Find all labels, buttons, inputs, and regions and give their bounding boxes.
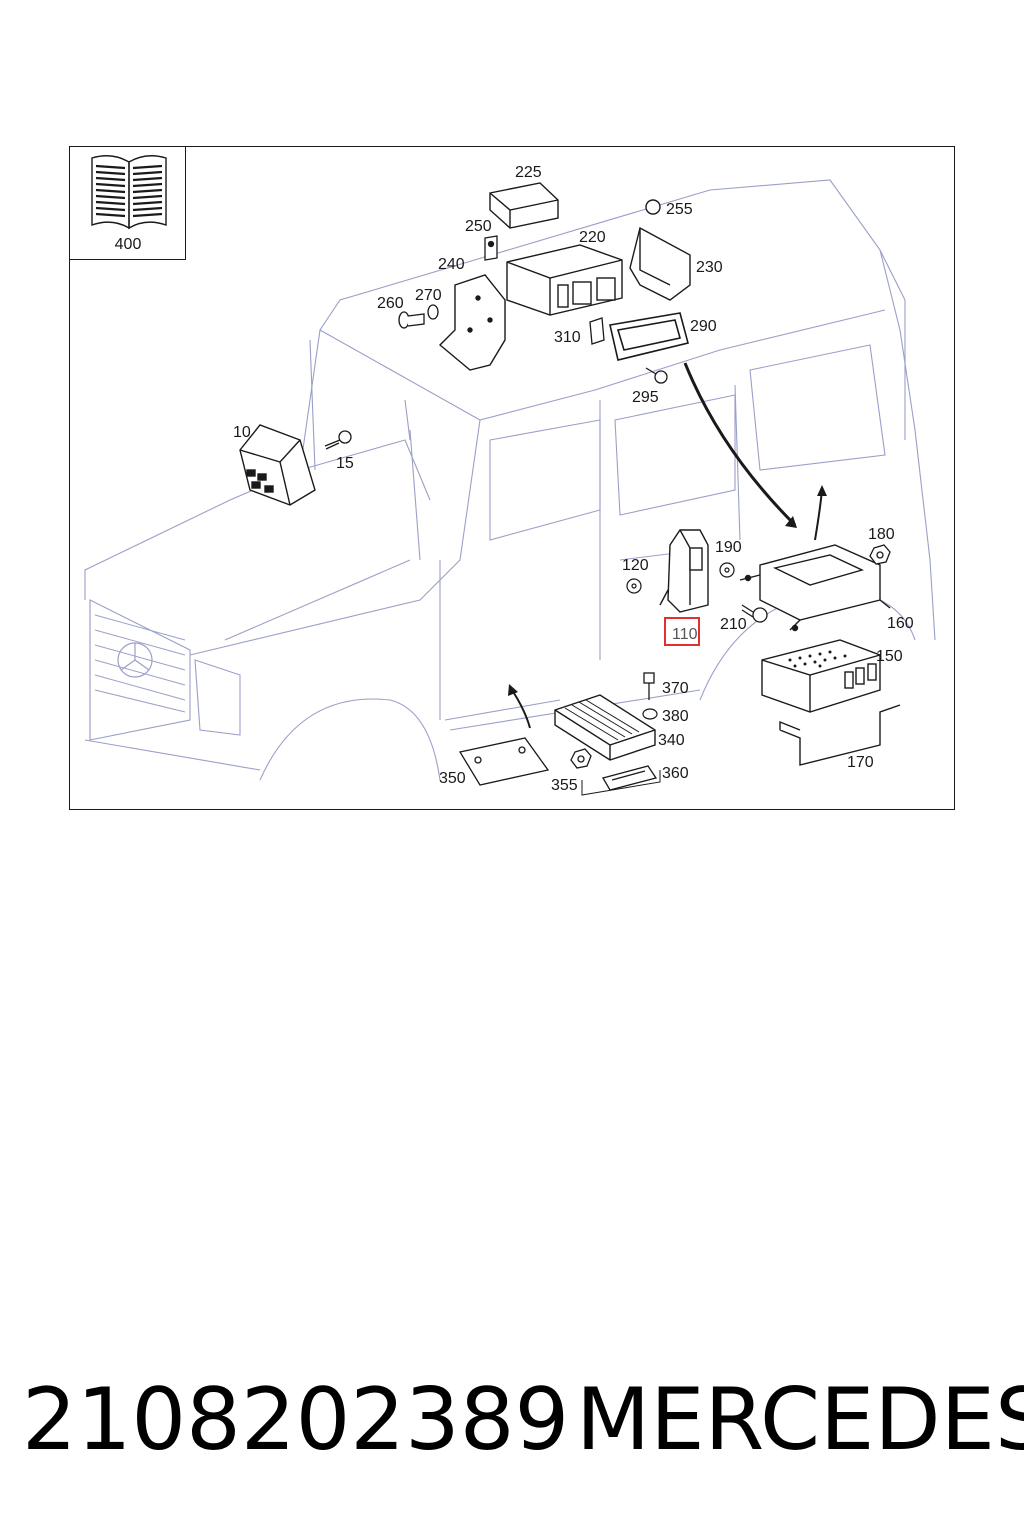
label-295: 295 <box>632 389 659 406</box>
label-230: 230 <box>696 259 723 276</box>
label-10: 10 <box>233 424 251 441</box>
label-250: 250 <box>465 218 492 235</box>
part-150-unit <box>761 639 881 713</box>
label-110: 110 <box>672 626 698 643</box>
label-255: 255 <box>666 201 693 218</box>
part-160-bracket <box>739 544 891 632</box>
label-210: 210 <box>720 616 747 633</box>
label-270: 270 <box>415 287 442 304</box>
label-220: 220 <box>579 229 606 246</box>
arrow-head-up <box>817 485 827 496</box>
manual-ref-label: 400 <box>115 236 142 253</box>
label-180: 180 <box>868 526 895 543</box>
label-380: 380 <box>662 708 689 725</box>
label-170: 170 <box>847 754 874 771</box>
part-260-270-bolt-washer <box>398 304 439 329</box>
label-150: 150 <box>876 648 903 665</box>
part-290-frame <box>609 312 689 361</box>
vehicle-grille <box>94 614 186 713</box>
label-360: 360 <box>662 765 689 782</box>
book-icon <box>91 155 167 230</box>
part-10-control-unit <box>239 424 316 506</box>
mercedes-star-icon <box>117 642 153 678</box>
part-225-box <box>489 182 559 229</box>
label-310: 310 <box>554 329 581 346</box>
caption: 2108202389 MERCEDES <box>0 1370 1024 1480</box>
part-15-screw <box>324 430 352 450</box>
part-number-caption: 2108202389 <box>22 1370 570 1470</box>
part-190-washer <box>719 562 735 578</box>
assembly-arrow-amp <box>511 689 531 729</box>
bracket-lines-355-360 <box>581 770 661 796</box>
part-220-cd-changer <box>506 244 623 316</box>
part-355-nut <box>570 748 592 769</box>
label-225: 225 <box>515 164 542 181</box>
part-240-bracket <box>438 274 506 371</box>
part-340-amplifier <box>554 694 656 761</box>
label-350: 350 <box>439 770 466 787</box>
highlight-box <box>664 617 700 646</box>
label-355: 355 <box>551 777 578 794</box>
part-210-screw <box>741 604 768 623</box>
label-190: 190 <box>715 539 742 556</box>
label-370: 370 <box>662 680 689 697</box>
part-170-bracket <box>779 704 901 766</box>
vehicle-outline <box>84 179 936 781</box>
part-370-bolt <box>643 672 655 700</box>
label-120: 120 <box>622 557 649 574</box>
label-340: 340 <box>658 732 685 749</box>
part-110-module <box>659 529 709 613</box>
part-380-washer <box>642 708 658 720</box>
part-295-screw <box>645 367 668 384</box>
parts-diagram: 400 <box>84 155 936 796</box>
label-15: 15 <box>336 455 354 472</box>
brand-caption: MERCEDES <box>576 1370 1024 1470</box>
part-230-bracket <box>629 199 691 301</box>
label-240: 240 <box>438 256 465 273</box>
part-310-clip <box>589 317 605 345</box>
part-360-plate <box>602 765 658 791</box>
manual-reference-box <box>69 146 186 260</box>
arrow-head <box>785 516 797 528</box>
part-250-clip <box>484 235 498 261</box>
part-120-washer <box>626 578 642 594</box>
label-160: 160 <box>887 615 914 632</box>
part-180-nut <box>869 544 891 565</box>
assembly-arrow-up <box>814 489 823 541</box>
label-290: 290 <box>690 318 717 335</box>
assembly-arrow <box>683 362 797 527</box>
part-350-plate <box>458 737 550 786</box>
label-260: 260 <box>377 295 404 312</box>
arrow-head-amp <box>508 684 518 696</box>
